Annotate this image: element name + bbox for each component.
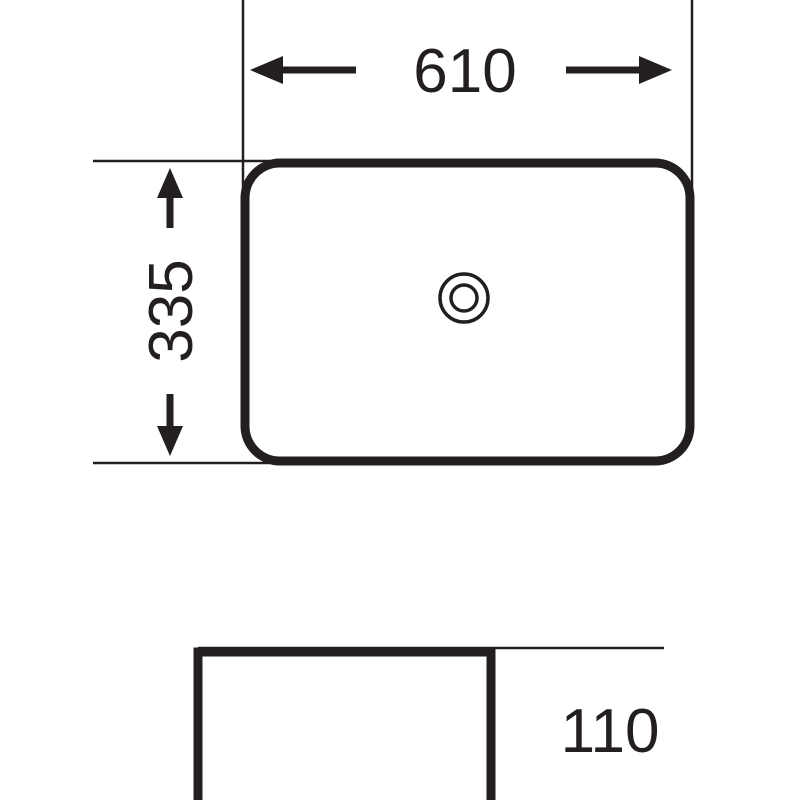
drain-outer-ring [438, 272, 490, 324]
depth-label: 335 [137, 259, 206, 362]
basin-outline [240, 158, 695, 466]
width-arrow-left-head [250, 56, 283, 84]
height-label: 110 [561, 697, 660, 766]
width-dimension: 610 [250, 37, 672, 106]
width-arrow-right-head [639, 56, 672, 84]
side-view: 110 [193, 646, 664, 800]
top-view [93, 0, 695, 466]
depth-dimension: 335 [137, 168, 206, 456]
basin-side-outline [193, 647, 496, 800]
drain-inner-ring [449, 283, 479, 313]
depth-arrow-down-head [157, 426, 183, 456]
depth-arrow-up-head [157, 168, 183, 198]
width-label: 610 [413, 37, 516, 106]
